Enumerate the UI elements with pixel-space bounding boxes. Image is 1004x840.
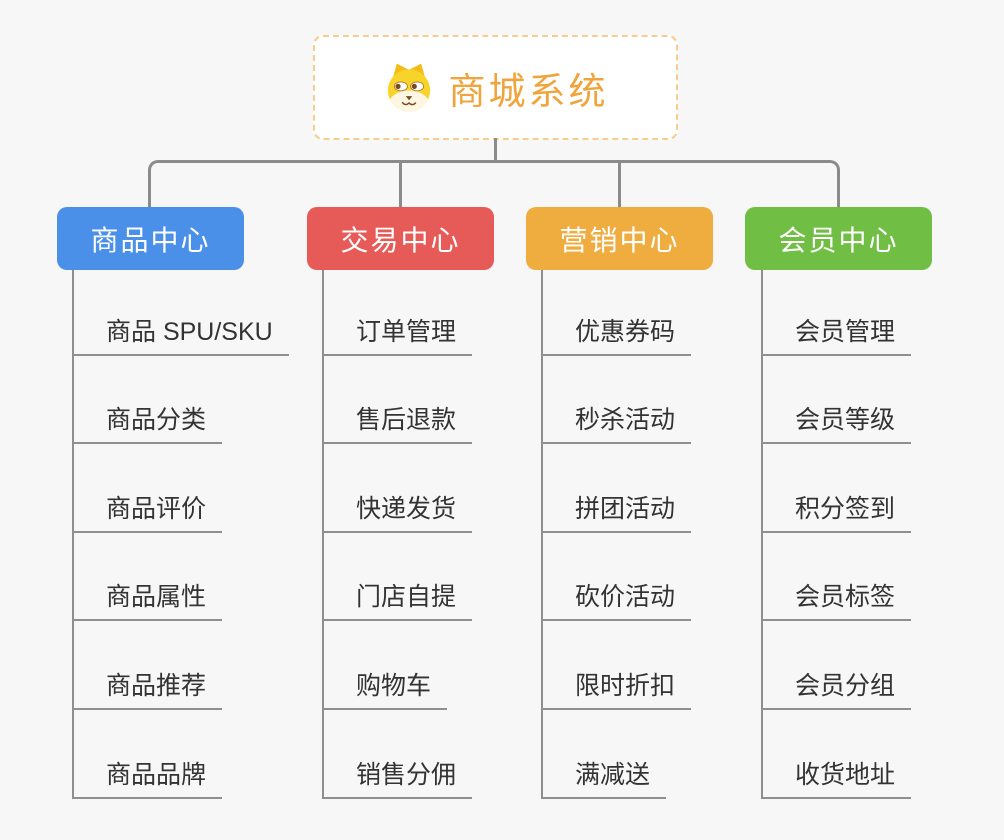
branch-label: 交易中心 xyxy=(340,224,461,256)
branch-drop-connector xyxy=(399,160,402,209)
leaf-label: 商品属性 xyxy=(72,577,223,622)
leaf-node[interactable]: 收货地址 xyxy=(761,710,912,799)
branch-children-product-center: 商品 SPU/SKU 商品分类商品评价商品属性商品推荐商品品牌 xyxy=(72,267,289,799)
leaf-node[interactable]: 砍价活动 xyxy=(541,533,692,622)
leaf-label: 砍价活动 xyxy=(541,577,692,622)
leaf-node[interactable]: 订单管理 xyxy=(322,267,473,356)
leaf-node[interactable]: 商品属性 xyxy=(72,533,289,622)
dog-face-icon xyxy=(383,62,435,114)
leaf-label: 快递发货 xyxy=(322,489,473,533)
branch-node-member-center[interactable]: 会员中心 xyxy=(745,207,932,270)
leaf-node[interactable]: 商品 SPU/SKU xyxy=(72,267,289,356)
column-rail-connector xyxy=(322,270,324,799)
leaf-node[interactable]: 会员分组 xyxy=(761,621,912,710)
leaf-label: 秒杀活动 xyxy=(541,400,692,445)
leaf-label: 优惠券码 xyxy=(541,312,692,356)
branch-node-product-center[interactable]: 商品中心 xyxy=(57,207,244,270)
leaf-node[interactable]: 满减送 xyxy=(541,710,691,799)
leaf-label: 商品分类 xyxy=(72,400,223,445)
column-rail-connector xyxy=(541,270,543,799)
leaf-label: 积分签到 xyxy=(761,489,912,533)
leaf-label: 会员等级 xyxy=(761,400,912,445)
branch-children-member-center: 会员管理会员等级积分签到会员标签会员分组收货地址 xyxy=(761,267,912,799)
leaf-label: 售后退款 xyxy=(322,400,473,445)
bus-connector-left xyxy=(148,160,494,209)
branch-node-marketing-center[interactable]: 营销中心 xyxy=(526,207,713,270)
leaf-label: 会员标签 xyxy=(761,577,912,622)
leaf-node[interactable]: 会员管理 xyxy=(761,267,912,356)
leaf-label: 商品 SPU/SKU xyxy=(72,312,289,356)
branch-label: 营销中心 xyxy=(559,224,680,256)
column-rail-connector xyxy=(761,270,763,799)
leaf-node[interactable]: 优惠券码 xyxy=(541,267,692,356)
column-rail-connector xyxy=(72,270,74,799)
leaf-node[interactable]: 商品评价 xyxy=(72,444,289,533)
leaf-label: 门店自提 xyxy=(322,577,473,622)
leaf-node[interactable]: 销售分佣 xyxy=(322,710,473,799)
leaf-label: 商品评价 xyxy=(72,489,223,533)
leaf-node[interactable]: 门店自提 xyxy=(322,533,473,622)
leaf-label: 购物车 xyxy=(322,666,448,710)
branch-children-transaction-center: 订单管理售后退款快递发货门店自提购物车销售分佣 xyxy=(322,267,473,799)
leaf-node[interactable]: 限时折扣 xyxy=(541,621,692,710)
leaf-label: 收货地址 xyxy=(761,755,912,799)
root-connector xyxy=(494,138,497,163)
branch-label: 会员中心 xyxy=(778,224,899,256)
bus-connector-right xyxy=(494,160,840,209)
leaf-node[interactable]: 会员标签 xyxy=(761,533,912,622)
leaf-label: 会员分组 xyxy=(761,666,912,710)
leaf-node[interactable]: 购物车 xyxy=(322,621,472,710)
leaf-label: 订单管理 xyxy=(322,312,473,356)
leaf-label: 会员管理 xyxy=(761,312,912,356)
branch-label: 商品中心 xyxy=(90,224,211,256)
leaf-label: 商品推荐 xyxy=(72,666,223,710)
leaf-node[interactable]: 积分签到 xyxy=(761,444,912,533)
leaf-node[interactable]: 商品品牌 xyxy=(72,710,289,799)
leaf-label: 商品品牌 xyxy=(72,755,223,799)
branch-drop-connector xyxy=(618,160,621,209)
root-node[interactable]: 商城系统 xyxy=(313,35,678,140)
leaf-label: 销售分佣 xyxy=(322,755,473,799)
leaf-label: 拼团活动 xyxy=(541,489,692,533)
leaf-label: 满减送 xyxy=(541,755,667,799)
branch-node-transaction-center[interactable]: 交易中心 xyxy=(307,207,494,270)
branch-children-marketing-center: 优惠券码秒杀活动拼团活动砍价活动限时折扣满减送 xyxy=(541,267,692,799)
leaf-node[interactable]: 商品分类 xyxy=(72,356,289,445)
leaf-node[interactable]: 商品推荐 xyxy=(72,621,289,710)
leaf-node[interactable]: 快递发货 xyxy=(322,444,473,533)
leaf-label: 限时折扣 xyxy=(541,666,692,710)
root-label: 商城系统 xyxy=(448,70,609,112)
leaf-node[interactable]: 售后退款 xyxy=(322,356,473,445)
leaf-node[interactable]: 秒杀活动 xyxy=(541,356,692,445)
leaf-node[interactable]: 会员等级 xyxy=(761,356,912,445)
leaf-node[interactable]: 拼团活动 xyxy=(541,444,692,533)
